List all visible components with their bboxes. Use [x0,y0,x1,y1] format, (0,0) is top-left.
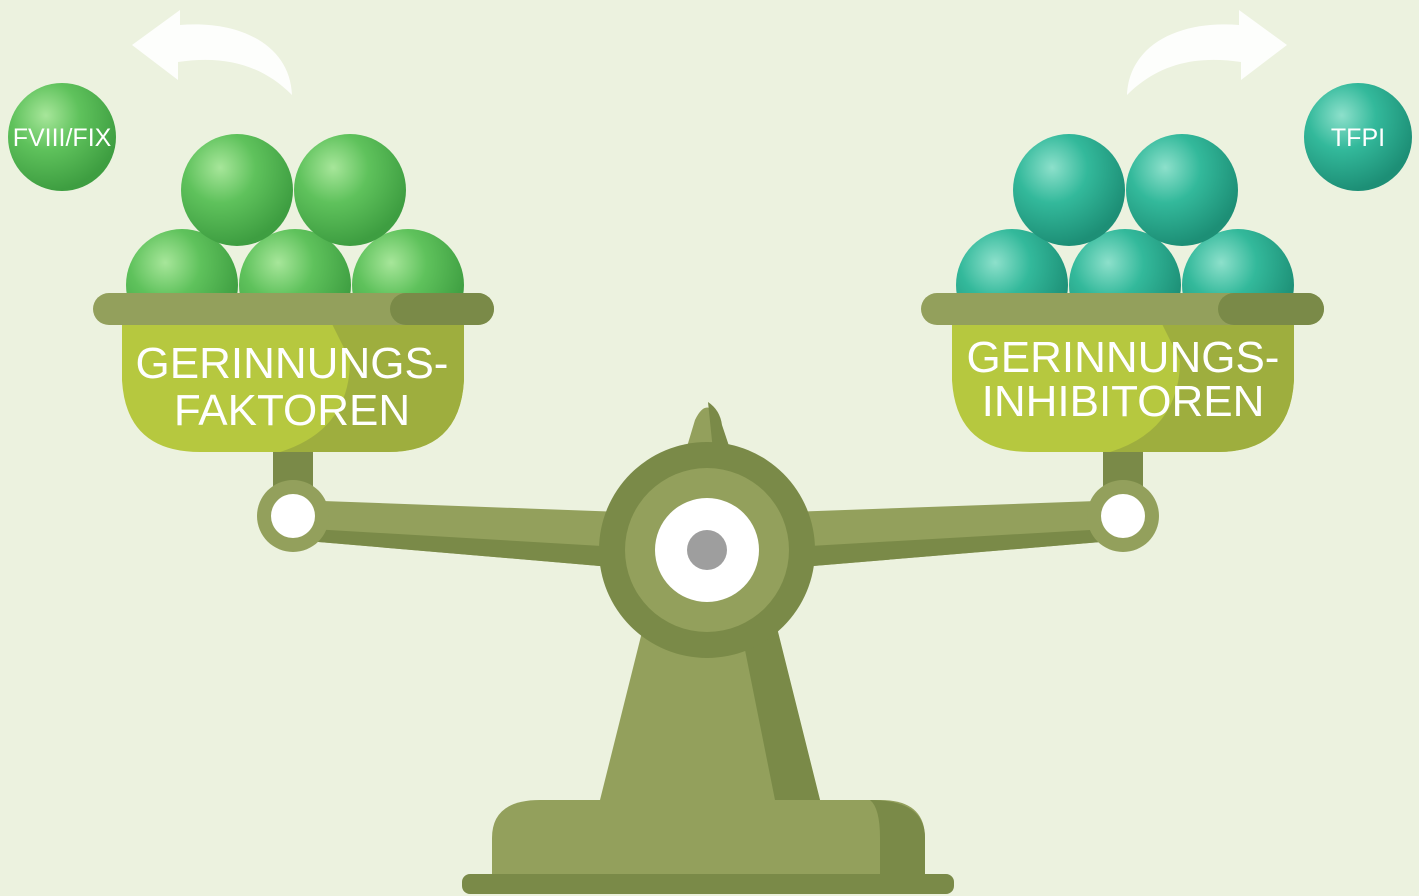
left-pan-label-line2: FAKTOREN [174,386,410,435]
left-hanger [257,452,329,552]
left-curved-arrow [132,10,292,95]
left-pan-label-line1: GERINNUNGS- [136,339,449,388]
scale-pivot [599,442,815,658]
right-pan-label-line1: GERINNUNGS- [967,333,1280,382]
right-hanger [1087,452,1159,552]
left-pan: GERINNUNGS- FAKTOREN [93,293,494,452]
scale-base [462,800,954,894]
tfpi-label: TFPI [1331,124,1385,152]
tfpi-ball: TFPI [1304,83,1412,191]
right-pan: GERINNUNGS- INHIBITOREN [921,293,1324,452]
fviii-fix-label: FVIII/FIX [13,124,112,152]
fviii-fix-ball: FVIII/FIX [8,83,116,191]
right-pan-label-line2: INHIBITOREN [982,377,1265,426]
right-curved-arrow [1127,10,1287,95]
